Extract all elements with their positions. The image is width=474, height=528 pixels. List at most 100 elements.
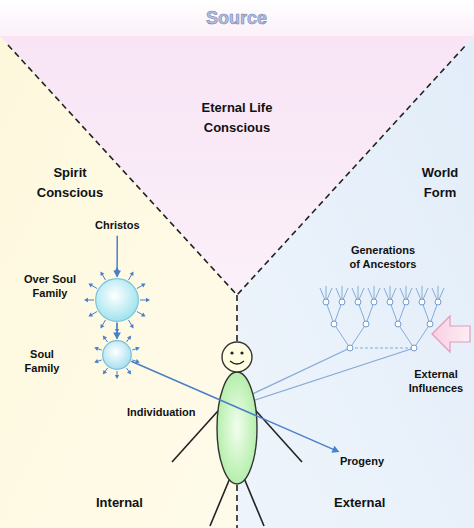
ray-head xyxy=(103,336,107,341)
ray-head xyxy=(127,370,131,375)
ancestor-dot xyxy=(427,321,433,327)
influence-arrow xyxy=(432,316,470,352)
connector-line xyxy=(116,236,118,272)
edge-label: Individuation xyxy=(127,406,195,420)
radiating-ray xyxy=(102,320,106,326)
soul-sphere xyxy=(96,279,139,322)
ray-head xyxy=(146,298,150,302)
region-label: World Form xyxy=(415,163,465,202)
radiating-ray xyxy=(129,274,133,280)
tree-branch xyxy=(358,302,366,324)
tree-branch xyxy=(334,302,342,324)
region-label: Internal xyxy=(96,493,143,513)
ray-head xyxy=(101,271,105,276)
ancestor-dot xyxy=(403,299,409,305)
ancestor-dot xyxy=(347,345,353,351)
radiating-ray xyxy=(91,285,97,289)
top-band xyxy=(0,0,474,37)
ray-head xyxy=(115,267,119,271)
ancestor-dot xyxy=(387,299,393,305)
region-label: External Influences xyxy=(404,368,468,396)
tree-branch xyxy=(334,324,350,348)
radiating-ray xyxy=(140,300,147,301)
tree-branch xyxy=(414,324,430,348)
ray-head xyxy=(141,284,146,288)
node-label: Generations of Ancestors xyxy=(346,244,420,272)
tree-branch xyxy=(350,324,366,348)
node-label: Christos xyxy=(95,219,140,233)
tree-branch xyxy=(398,302,406,324)
node-label: Over Soul Family xyxy=(18,273,82,301)
person-head xyxy=(222,342,252,372)
node-label: Soul Family xyxy=(20,348,64,376)
arrow-head xyxy=(331,446,339,453)
person-eye xyxy=(240,351,243,354)
node-label: Progeny xyxy=(340,455,384,469)
soul-sphere xyxy=(103,341,132,370)
ancestor-dot xyxy=(435,299,441,305)
circle-shape xyxy=(95,278,139,322)
ancestor-line xyxy=(246,348,414,403)
region-label: Eternal Life Conscious xyxy=(201,98,273,137)
ancestor-dot xyxy=(363,321,369,327)
ray-head xyxy=(84,298,88,302)
ray-head xyxy=(130,324,134,329)
ancestor-tree: Generations of Ancestors xyxy=(318,244,448,364)
text-node: Christos xyxy=(95,219,140,233)
radiating-ray xyxy=(117,323,118,330)
text-node: Progeny xyxy=(340,455,384,469)
soul-circle: Over Soul Family xyxy=(95,278,139,322)
ancestor-dot xyxy=(419,299,425,305)
tree-branch xyxy=(398,324,414,348)
person-figure xyxy=(172,342,302,526)
tree-link xyxy=(350,348,414,349)
radiating-ray xyxy=(102,274,106,280)
diagram-title: Source xyxy=(206,5,267,32)
ray-head xyxy=(94,347,98,351)
arrow-head xyxy=(113,270,121,277)
ancestor-dot xyxy=(331,321,337,327)
tree-branch xyxy=(366,302,374,324)
soul-circle: Soul Family xyxy=(102,340,132,370)
person-smile xyxy=(230,361,244,364)
ancestor-dot xyxy=(323,299,329,305)
ray-head xyxy=(115,375,119,379)
ray-head xyxy=(135,347,139,351)
ray-head xyxy=(94,359,98,363)
ancestor-dot xyxy=(395,321,401,327)
radiating-ray xyxy=(87,300,94,301)
region-label: Spirit Conscious xyxy=(34,163,106,202)
ancestor-line xyxy=(244,348,350,398)
ray-head xyxy=(103,370,107,375)
person-body xyxy=(217,372,257,484)
ray-head xyxy=(88,284,93,288)
person-leg xyxy=(244,478,264,526)
ray-head xyxy=(141,313,146,317)
ray-head xyxy=(135,359,139,363)
tree-branch xyxy=(422,302,430,324)
tree-branch xyxy=(390,302,398,324)
radiating-ray xyxy=(91,312,97,316)
region-divider xyxy=(8,45,466,295)
radiating-ray xyxy=(137,285,143,289)
radiating-ray xyxy=(129,320,133,326)
ray-head xyxy=(101,324,105,329)
radiating-ray xyxy=(137,312,143,316)
person-eye xyxy=(230,351,233,354)
ray-head xyxy=(130,271,134,276)
circle-shape xyxy=(102,340,132,370)
spirit-region xyxy=(0,36,237,528)
region-label: External xyxy=(334,493,385,513)
connector-arrow xyxy=(113,236,121,278)
ray-head xyxy=(127,336,131,341)
person-leg xyxy=(210,478,230,526)
ancestor-dot xyxy=(371,299,377,305)
tree-branch xyxy=(326,302,334,324)
world-region xyxy=(237,36,474,528)
connector-line xyxy=(131,361,334,449)
tree-branch xyxy=(430,302,438,324)
ancestor-dot xyxy=(411,345,417,351)
connector-arrow xyxy=(113,323,121,340)
radiating-ray xyxy=(117,270,118,277)
